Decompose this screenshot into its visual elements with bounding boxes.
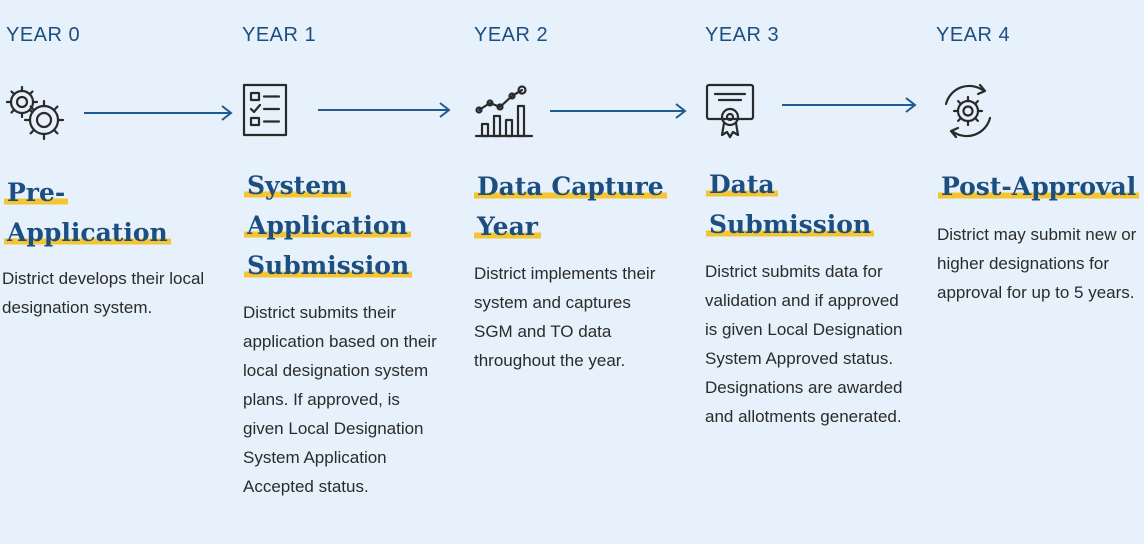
step-title: Data Capture Year bbox=[474, 167, 667, 247]
certificate-icon bbox=[705, 82, 755, 140]
gears-icon bbox=[0, 82, 70, 144]
renewal-gear-icon bbox=[936, 82, 1000, 140]
checklist-icon bbox=[241, 82, 289, 138]
step-year-label: YEAR 2 bbox=[474, 24, 549, 46]
step-year-label: YEAR 3 bbox=[705, 24, 780, 46]
step-title: Data Submission bbox=[706, 165, 896, 245]
step-title: Post-Approval bbox=[938, 167, 1144, 207]
arrow-right-icon bbox=[782, 97, 917, 113]
arrow-right-icon bbox=[84, 105, 233, 121]
step-description: District may submit new or higher design… bbox=[937, 225, 1137, 302]
step-year-label: YEAR 1 bbox=[242, 24, 317, 46]
growth-chart-icon bbox=[474, 82, 534, 140]
step-title: Pre-Application bbox=[4, 173, 204, 253]
step-year-label: YEAR 0 bbox=[6, 24, 81, 46]
step-description: District submits data for validation and… bbox=[705, 262, 903, 426]
arrow-right-icon bbox=[318, 102, 451, 118]
step-description: District submits their application based… bbox=[243, 303, 437, 496]
step-title: System Application Submission bbox=[244, 166, 429, 286]
step-description: District implements their system and cap… bbox=[474, 264, 656, 370]
step-description: District develops their local designatio… bbox=[2, 269, 205, 317]
step-year-label: YEAR 4 bbox=[936, 24, 1011, 46]
arrow-right-icon bbox=[550, 103, 687, 119]
